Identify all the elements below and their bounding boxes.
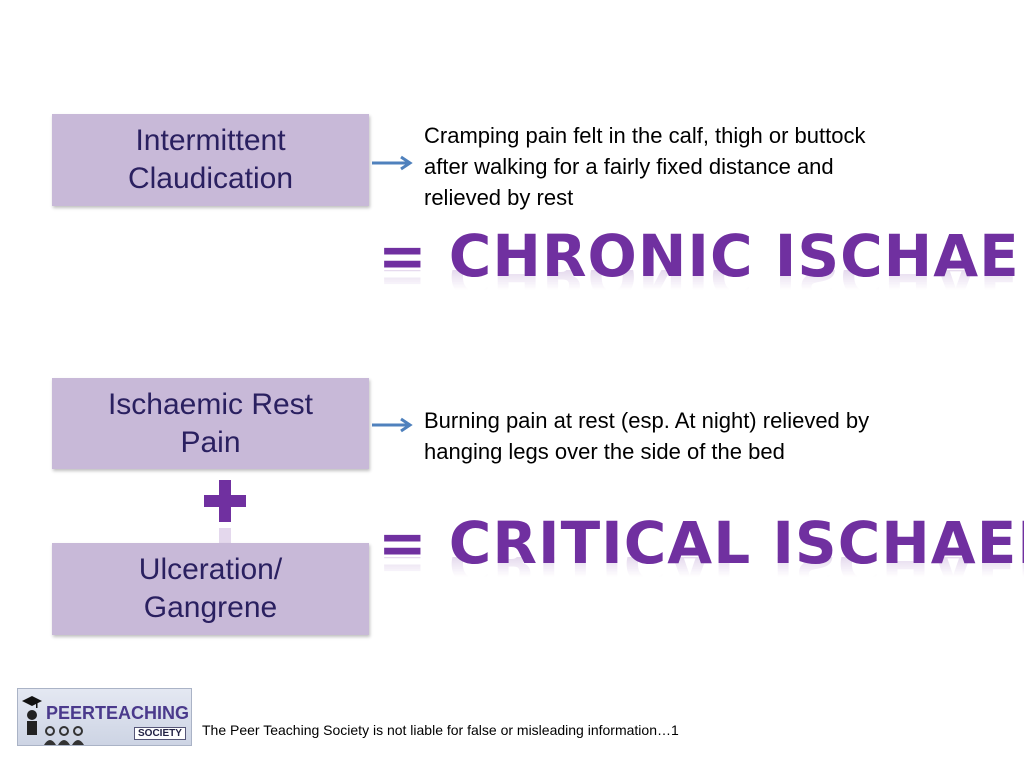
rest-pain-line1: Ischaemic Rest [107, 387, 314, 421]
plus-icon [204, 480, 246, 522]
ulceration-line2: Gangrene [143, 591, 278, 624]
claudication-desc-line1: Cramping pain felt in the calf, thigh or… [424, 123, 866, 148]
logo-wordmark: PEERTEACHING [46, 703, 190, 723]
footer-disclaimer: The Peer Teaching Society is not liable … [202, 722, 679, 738]
rest-pain-line2: Pain [180, 425, 241, 459]
intermittent-claudication-line1: Intermittent [135, 124, 286, 157]
people-icon [22, 696, 84, 745]
peer-teaching-society-logo: PEERTEACHING SOCIETY [17, 688, 192, 746]
claudication-desc-line3: relieved by rest [424, 185, 574, 210]
rest-pain-description: Burning pain at rest (esp. At night) rel… [424, 405, 869, 467]
intermittent-claudication-line2: Claudication [127, 162, 294, 195]
critical-ischaemia-reflection: = CRITICAL ISCHAEMIA [378, 557, 1024, 593]
critical-ischaemia-label: = CRITICAL ISCHAEMIA [378, 509, 1024, 577]
arrow-right-icon [372, 155, 413, 171]
chronic-ischaemia-reflection: = CHRONIC ISCHAEMIA [378, 270, 1024, 306]
rest-pain-desc-line1: Burning pain at rest (esp. At night) rel… [424, 408, 870, 433]
intermittent-claudication-box: Intermittent Claudication [52, 114, 369, 206]
arrow-right-icon [372, 417, 413, 433]
ulceration-gangrene-box: Ulceration/ Gangrene [52, 543, 369, 635]
logo-subtitle: SOCIETY [134, 727, 186, 740]
chronic-ischaemia-label: = CHRONIC ISCHAEMIA [378, 222, 1024, 290]
claudication-description: Cramping pain felt in the calf, thigh or… [424, 120, 865, 213]
ischaemic-rest-pain-box: Ischaemic Rest Pain [52, 378, 369, 469]
rest-pain-desc-line2: hanging legs over the side of the bed [424, 439, 785, 464]
ulceration-line1: Ulceration/ [138, 553, 283, 586]
claudication-desc-line2: after walking for a fairly fixed distanc… [424, 154, 834, 179]
